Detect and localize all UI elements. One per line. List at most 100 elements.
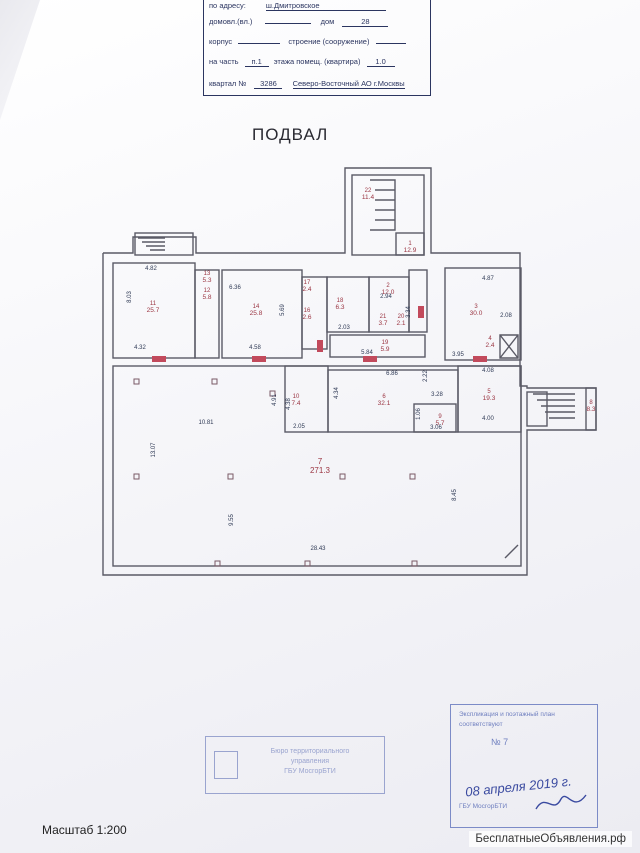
stamp-right-line4: ГБУ МосгорБТИ [459,803,507,810]
dimension-label: 4.34 [334,387,340,399]
header-domovl-label: домовл.(вл.) [209,17,253,26]
dimension-label: 4.38 [286,398,292,410]
header-part-value: п.1 [244,57,269,67]
header-part-label: на часть [209,57,239,66]
watermark: БесплатныеОбъявления.рф [469,831,632,847]
header-row-part: на часть п.1 этажа помещ. (квартира) 1.0 [209,57,426,67]
room-number: 6 [382,394,386,400]
plan-walls [102,167,597,576]
header-floor-label: этажа помещ. (квартира) [273,57,361,66]
header-row-korpus: корпус строение (сооружение) [209,37,426,46]
stamp-left-line3: ГБУ МосгорБТИ [284,768,336,775]
dimension-label: 2.22 [423,370,429,382]
room-area: 5.9 [380,346,389,353]
dimension-label: 9.55 [229,514,235,526]
room-area: 11.4 [362,194,375,201]
stamp-verification: Экспликация и поэтажный план соответству… [450,704,598,828]
header-kvartal-value: 3286 [254,79,283,89]
header-box: по адресу: ш.Дмитровское домовл.(вл.) до… [203,0,431,96]
header-stroenie-label: строение (сооружение) [288,37,370,46]
plan-title: ПОДВАЛ [252,125,329,144]
room-area: 5.8 [202,294,211,301]
room-number: 2 [386,283,390,289]
stamp-left-line1: Бюро территориального [270,748,350,755]
dimension-label: 1.06 [416,408,422,420]
room-area: 8.3 [586,406,595,413]
dimension-label: 3.28 [431,392,443,398]
dimension-label: 28.43 [310,546,326,552]
plan-doors [152,306,487,362]
dimension-label: 4.32 [134,345,146,351]
room-number: 3 [474,304,478,310]
room-number: 5 [487,389,491,395]
room-area: 3.7 [378,320,387,327]
dimension-label: 5.84 [361,350,373,356]
dimension-label: 2.05 [293,424,305,430]
room-area: 2.1 [396,320,405,327]
room-number: 11 [150,301,157,307]
stamp-right-line1: Экспликация и поэтажный план [459,711,555,718]
room-area: 19.3 [483,395,496,402]
plan-columns [133,378,418,567]
dimension-label: 10.81 [198,420,214,426]
dimension-label: 4.00 [482,416,494,422]
dimension-label: 4.87 [482,276,494,282]
stamp-bti-territorial: Бюро территориального управления ГБУ Мос… [205,736,385,794]
header-domovl-value [264,23,311,24]
header-row-house: домовл.(вл.) дом 28 [209,17,426,27]
room-area: 12.0 [382,289,395,296]
room-area: 5.7 [435,420,444,427]
header-floor-value: 1.0 [366,57,395,67]
header-row-address: по адресу: ш.Дмитровское [209,1,426,11]
room-area: 25.7 [147,307,160,314]
room-number: 18 [337,298,344,304]
room-area: 2.4 [485,342,494,349]
room-number: 21 [380,314,387,320]
dimension-label: 3.06 [430,425,442,431]
room-number: 13 [204,271,211,277]
room-number: 22 [365,188,372,194]
scale-label: Масштаб 1:200 [42,823,127,837]
room-number: 12 [204,288,211,294]
room-number: 16 [304,308,311,314]
signature-icon [535,794,587,810]
room-number: 19 [382,340,389,346]
header-district-value: Северо-Восточный АО г.Москвы [292,79,405,89]
room-area: 2.4 [302,286,311,293]
header-address-value: ш.Дмитровское [265,1,386,11]
header-korpus-label: корпус [209,37,233,46]
dimension-label: 3.95 [452,352,464,358]
room-number: 8 [589,400,593,406]
header-dom-label: дом [320,17,335,26]
room-area: 30.0 [470,310,483,317]
room-area: 2.6 [302,314,311,321]
room-area: 6.3 [335,304,344,311]
room-number: 14 [253,304,260,310]
dimension-label: 4.58 [249,345,261,351]
header-dom-value: 28 [342,17,389,27]
room-area: 5.3 [202,277,211,284]
dimension-label: 8.03 [127,291,133,303]
dimension-label: 2.03 [338,325,350,331]
dimension-label: 6.86 [386,371,398,377]
room-number: 10 [293,394,300,400]
dimension-label: 5.69 [280,304,286,316]
room-number: 1 [408,241,412,247]
stamp-right-line2: соответствуют [459,721,503,728]
room-area: 7.4 [291,400,300,407]
header-kvartal-label: квартал № [209,79,247,88]
dimension-label: 4.08 [482,368,494,374]
room-area: 271.3 [310,466,331,475]
room-number: 17 [304,280,311,286]
dimension-label: 2.94 [380,294,392,300]
dimension-label: 4.82 [145,266,157,272]
room-number: 9 [438,414,442,420]
stamp-left-line2: управления [290,758,330,765]
header-address-label: по адресу: [209,1,246,10]
room-number: 20 [398,314,405,320]
room-area: 32.1 [378,400,391,407]
dimension-label: 4.91 [272,394,278,406]
dimension-label: 6.36 [229,285,241,291]
